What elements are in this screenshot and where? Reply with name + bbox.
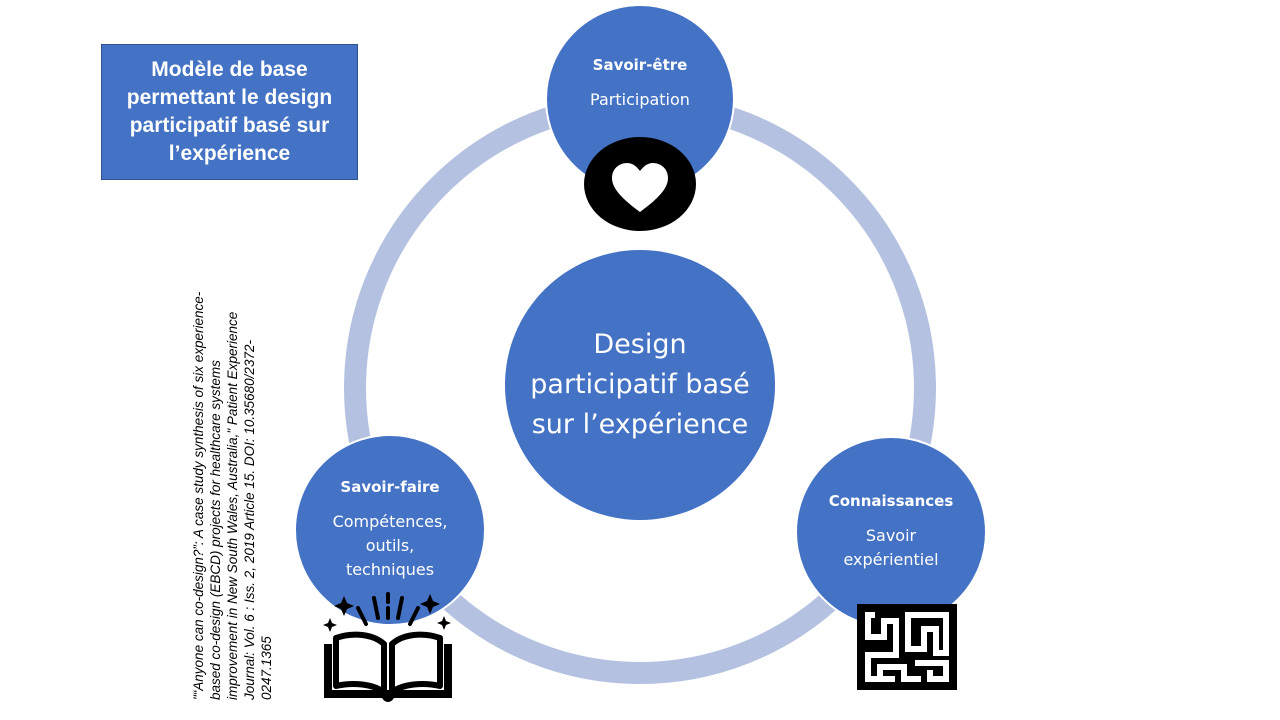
diagram-title: Modèle de base permettant le design part… <box>126 58 333 165</box>
node-description: Participation <box>590 90 690 109</box>
node-title: Connaissances <box>828 492 954 510</box>
title-box: Modèle de base permettant le design part… <box>101 44 358 180</box>
node-description: Compétences, outils, techniques <box>332 512 448 579</box>
center-label: Design participatif basé sur l’expérienc… <box>530 329 750 440</box>
heart-icon <box>584 137 696 231</box>
node-description: Savoir expérientiel <box>843 526 939 569</box>
open-book-icon <box>323 592 452 702</box>
citation-text: "“Anyone can co-design?”: A case study s… <box>191 291 274 700</box>
node-title: Savoir-faire <box>340 478 440 496</box>
node-connaissances: Connaissances Savoir expérientiel <box>795 436 987 628</box>
node-title: Savoir-être <box>592 56 688 74</box>
center-circle: Design participatif basé sur l’expérienc… <box>505 250 775 520</box>
maze-icon <box>857 604 957 690</box>
